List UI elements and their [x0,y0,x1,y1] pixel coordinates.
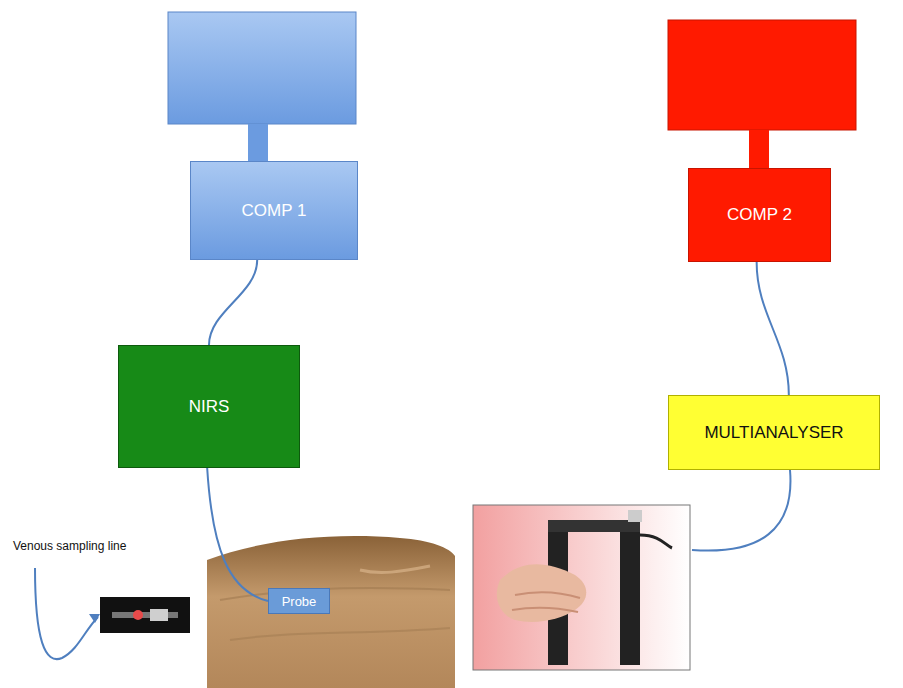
monitor-stub [248,124,268,162]
device-box: NIRS [118,345,300,468]
cable-line [692,470,790,551]
connector-line [757,262,789,395]
node-text: COMP 1 [236,201,313,221]
forearm-image [207,535,455,688]
catheter-image [100,597,190,633]
monitor-stub [749,130,769,168]
connector-path [209,260,257,345]
arrowhead [89,614,100,623]
node-text: MULTIANALYSER [698,423,849,443]
node-text: Probe [276,594,323,609]
monitor-box [668,20,856,130]
connector-path [207,468,268,601]
device-image [473,505,690,670]
monitor-box [168,12,356,124]
leader-line [35,568,98,659]
connector-path [757,262,789,395]
connector-line [209,260,257,345]
probe-box: Probe [268,588,330,614]
connector-line [207,468,268,601]
node-text: COMP 2 [721,205,798,225]
computer-box: COMP 2 [688,168,831,262]
computer-box: COMP 1 [190,161,358,260]
callout-label: Venous sampling line [13,540,138,554]
node-text: NIRS [183,397,236,417]
device-box: MULTIANALYSER [668,395,880,470]
